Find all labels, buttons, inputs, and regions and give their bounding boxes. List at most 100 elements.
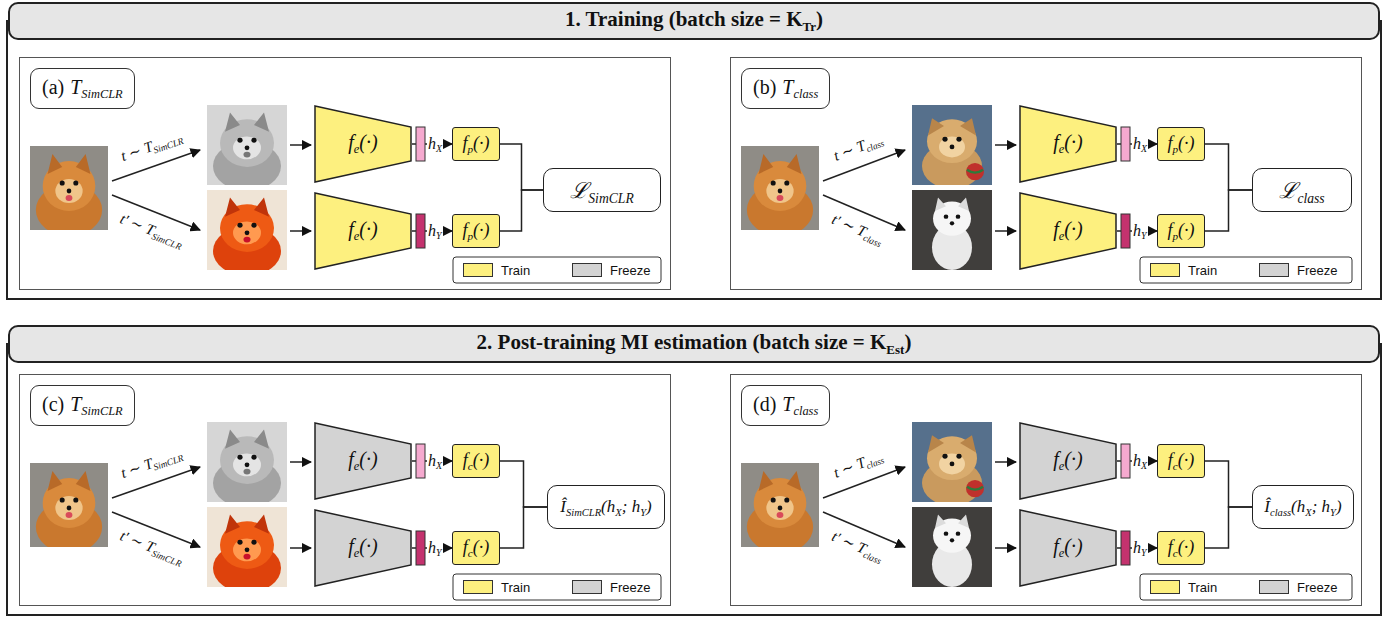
text-line: ℒclass bbox=[1279, 174, 1324, 207]
connector bbox=[1205, 461, 1252, 507]
subscript-text: class bbox=[864, 138, 885, 154]
label-text: h bbox=[1133, 452, 1141, 469]
node-text: (h bbox=[1291, 497, 1305, 516]
panel-illustration bbox=[30, 105, 661, 283]
section-header: 1. Training (batch size = KTr) bbox=[8, 2, 1380, 40]
estimate-box: ÎSimCLR(hX; hY) bbox=[547, 485, 665, 529]
connector bbox=[500, 461, 547, 507]
connector bbox=[1205, 144, 1252, 190]
subscript-text: e bbox=[354, 229, 360, 243]
panel-heading-box: (a)TSimCLR bbox=[30, 68, 135, 109]
text-line: fp(·) bbox=[462, 133, 489, 155]
text-line: fp(·) bbox=[462, 220, 489, 242]
augmentation-label: t′ ∼ Tclass bbox=[828, 527, 886, 567]
label-text: t′ ∼ T bbox=[117, 210, 156, 238]
legend-item: Train bbox=[1150, 580, 1217, 594]
encoder-outline bbox=[315, 106, 411, 182]
encoder-outline bbox=[1020, 193, 1116, 269]
text-line: 1. Training (batch size = KTr) bbox=[565, 7, 823, 35]
node-text: f bbox=[1168, 450, 1173, 470]
feature-label: hY bbox=[1132, 538, 1148, 559]
loss-box: ℒSimCLR bbox=[543, 168, 661, 212]
node-text: (·) bbox=[473, 450, 490, 470]
node-text: f bbox=[1053, 218, 1059, 240]
node-text: (·) bbox=[359, 448, 377, 470]
legend-swatch bbox=[463, 263, 493, 277]
text-line: fc(·) bbox=[463, 450, 489, 472]
subscript-text: X bbox=[436, 460, 442, 471]
feature-label: hY bbox=[427, 221, 443, 242]
legend-swatch bbox=[1150, 263, 1180, 277]
augmentation-label: t ∼ TSimCLR bbox=[118, 444, 185, 484]
panel-heading-box: (b)Tclass bbox=[741, 68, 830, 109]
node-text: f bbox=[348, 131, 354, 153]
subscript-text: SimCLR bbox=[566, 506, 601, 517]
subscript-text: X bbox=[615, 506, 621, 517]
subscript-text: p bbox=[1172, 143, 1178, 155]
node-text: (·) bbox=[1178, 537, 1195, 557]
legend-item: Freeze bbox=[1259, 580, 1337, 594]
legend-item: Train bbox=[463, 263, 530, 277]
feature-label: hX bbox=[427, 451, 443, 472]
text-line: fc(·) bbox=[463, 537, 489, 559]
loss-box: ℒclass bbox=[1252, 168, 1352, 212]
encoder-trapezoid: fe(·) bbox=[1019, 105, 1117, 183]
subscript-text: Y bbox=[1141, 230, 1147, 241]
subscript-text: class bbox=[1297, 190, 1324, 205]
encoder-outline bbox=[1020, 510, 1116, 586]
subscript-text: class bbox=[793, 87, 818, 101]
node-text: f bbox=[1167, 133, 1172, 153]
node-text: ) bbox=[646, 497, 652, 516]
legend-text: Freeze bbox=[1297, 263, 1337, 278]
node-text: f bbox=[1168, 537, 1173, 557]
node-text: f bbox=[1053, 535, 1059, 557]
connector bbox=[1205, 507, 1252, 548]
text-line: fe(·) bbox=[1053, 131, 1082, 157]
node-text: (·) bbox=[1064, 131, 1082, 153]
legend-item: Train bbox=[1150, 263, 1217, 277]
node-text: (·) bbox=[359, 218, 377, 240]
head-box: fc(·) bbox=[452, 444, 500, 478]
augmentation-label: t ∼ TSimCLR bbox=[118, 127, 185, 167]
label-text: h bbox=[428, 222, 436, 239]
legend-text: Freeze bbox=[610, 580, 650, 595]
node-text: (·) bbox=[1178, 220, 1195, 240]
node-text: (a) bbox=[42, 76, 64, 98]
section-frame: 2. Post-training MI estimation (batch si… bbox=[6, 343, 1382, 616]
subscript-text: e bbox=[1059, 142, 1065, 156]
node-text: f bbox=[1053, 448, 1059, 470]
subscript-text: X bbox=[1305, 506, 1311, 517]
text-line: fe(·) bbox=[1053, 448, 1082, 474]
text-line: fe(·) bbox=[348, 131, 377, 157]
subscript-text: class bbox=[793, 404, 818, 418]
text-line: (b)Tclass bbox=[753, 76, 818, 98]
head-box: fp(·) bbox=[452, 214, 500, 248]
node-text: 1. Training (batch size = K bbox=[565, 7, 803, 31]
legend-item: Freeze bbox=[1259, 263, 1337, 277]
head-box: fp(·) bbox=[1157, 127, 1205, 161]
label-text: t′ ∼ T bbox=[117, 527, 156, 555]
node-text: ) bbox=[816, 7, 823, 31]
encoder-trapezoid: fe(·) bbox=[314, 422, 412, 500]
augmentation-label: t′ ∼ TSimCLR bbox=[116, 209, 186, 253]
node-text: T bbox=[70, 393, 81, 415]
text-line: fe(·) bbox=[348, 535, 377, 561]
text-line: fe(·) bbox=[348, 218, 377, 244]
panel-box: (b)Tclassfe(·)fe(·)fp(·)fp(·)ℒclass bbox=[730, 57, 1362, 290]
subscript-text: Y bbox=[436, 230, 442, 241]
subscript-text: Est bbox=[886, 342, 904, 357]
augmentation-label: t ∼ Tclass bbox=[831, 130, 886, 167]
legend-item: Freeze bbox=[572, 263, 650, 277]
node-text: (h bbox=[601, 497, 615, 516]
text-line: fe(·) bbox=[1053, 535, 1082, 561]
text-line: fc(·) bbox=[1168, 537, 1194, 559]
subscript-text: class bbox=[864, 455, 885, 471]
connector bbox=[500, 507, 547, 548]
connector bbox=[500, 190, 543, 231]
node-text: f bbox=[1167, 220, 1172, 240]
text-line: fe(·) bbox=[348, 448, 377, 474]
subscript-text: e bbox=[354, 142, 360, 156]
subscript-text: class bbox=[862, 549, 883, 565]
node-text: f bbox=[462, 220, 467, 240]
text-line: 2. Post-training MI estimation (batch si… bbox=[477, 330, 912, 358]
